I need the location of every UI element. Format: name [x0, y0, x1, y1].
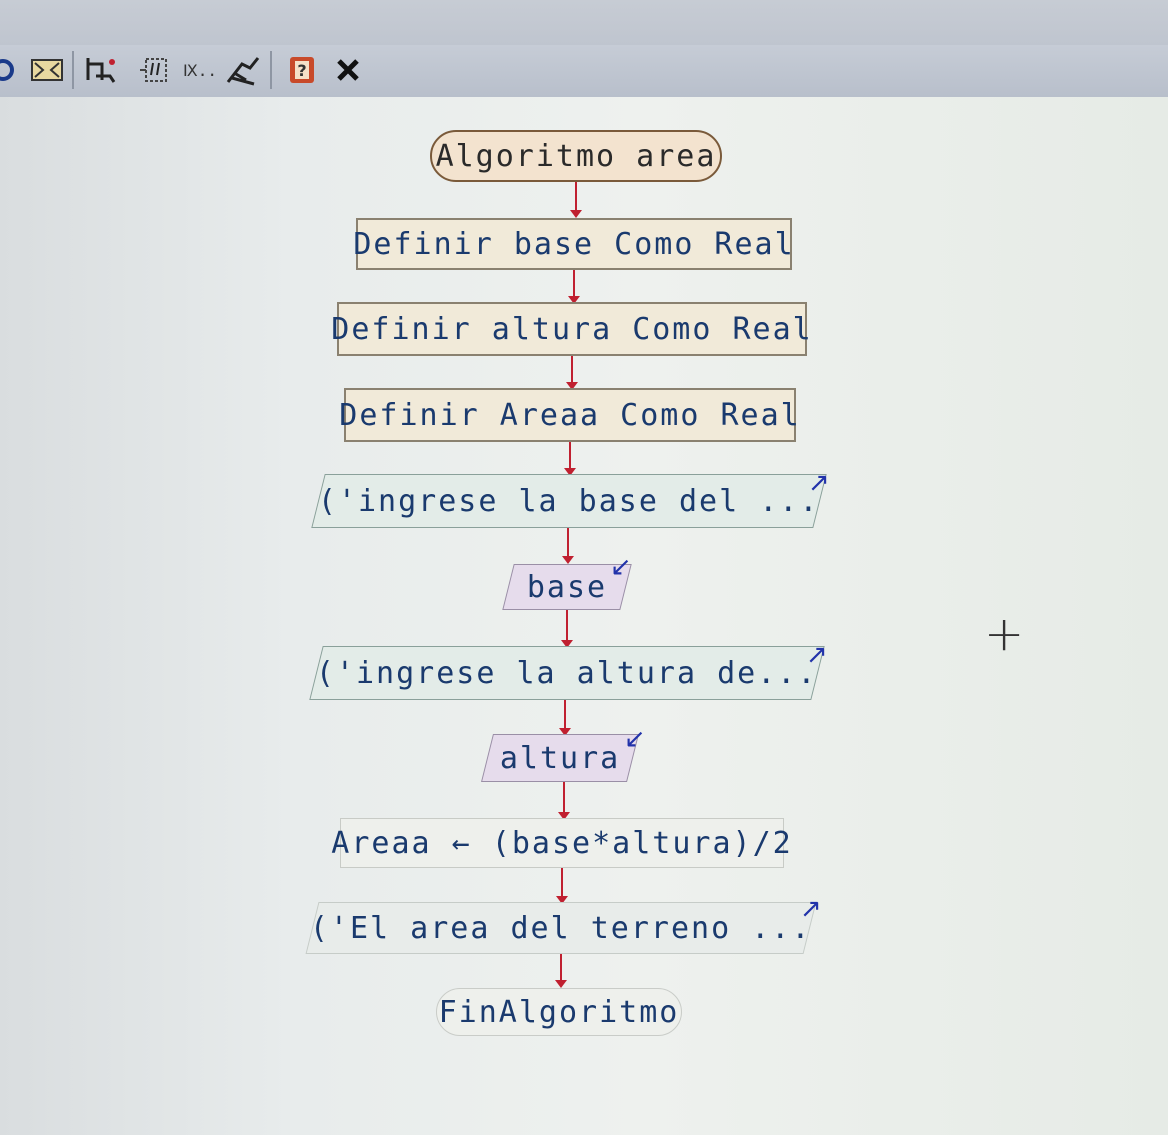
- flow-arrow: [555, 954, 567, 988]
- output-result-label: ('El area del terreno ...: [310, 910, 812, 946]
- flow-arrow: [570, 182, 582, 218]
- define-area-process[interactable]: Definir Areaa Como Real: [339, 388, 799, 442]
- flow-arrow: [561, 610, 573, 648]
- comment-tool-icon[interactable]: [138, 53, 172, 87]
- output-base-prompt[interactable]: ('ingrese la base del ...: [311, 474, 827, 528]
- output-result[interactable]: ('El area del terreno ...: [305, 902, 817, 954]
- function-tool-icon[interactable]: Ⅸ..: [180, 53, 220, 87]
- define-base-process[interactable]: Definir base Como Real: [353, 218, 795, 270]
- output-arrow-icon: ↗: [806, 640, 828, 670]
- input-altura-label: altura: [499, 740, 621, 776]
- output-arrow-icon: ↗: [800, 894, 822, 924]
- function-tool-label: Ⅸ..: [183, 60, 217, 80]
- define-area-label: Definir Areaa Como Real: [339, 397, 801, 433]
- close-icon[interactable]: [332, 53, 364, 87]
- define-altura-label: Definir altura Como Real: [331, 311, 813, 347]
- output-base-prompt-label: ('ingrese la base del ...: [318, 483, 820, 519]
- flow-arrow: [562, 528, 574, 564]
- toolbar-separator: [270, 51, 272, 89]
- assign-area-label: Areaa ← (base*altura)/2: [331, 825, 793, 861]
- flow-arrow: [558, 782, 570, 820]
- flow-arrow: [564, 442, 576, 476]
- output-arrow-icon: ↗: [808, 468, 830, 498]
- define-base-label: Definir base Como Real: [353, 226, 795, 262]
- svg-text:?: ?: [297, 61, 306, 80]
- flow-arrow: [568, 270, 580, 304]
- help-icon[interactable]: ?: [284, 53, 320, 87]
- end-terminal[interactable]: FinAlgoritmo: [436, 988, 682, 1036]
- window-top-strip: [0, 0, 1168, 46]
- assign-area-process[interactable]: Areaa ← (base*altura)/2: [331, 818, 791, 868]
- flow-arrow: [566, 356, 578, 390]
- define-altura-process[interactable]: Definir altura Como Real: [331, 302, 811, 356]
- flowchart-toolbar: Ⅸ.. ?: [0, 45, 1168, 99]
- start-terminal[interactable]: Algoritmo area: [430, 130, 722, 182]
- flow-arrow: [559, 700, 571, 736]
- input-base-label: base: [526, 569, 608, 605]
- draw-tool-icon[interactable]: [224, 53, 264, 87]
- output-altura-prompt[interactable]: ('ingrese la altura de...: [309, 646, 825, 700]
- start-label: Algoritmo area: [435, 138, 717, 174]
- toolbar-separator: [72, 51, 74, 89]
- flow-arrow: [556, 868, 568, 904]
- crosshair-cursor-icon: +: [984, 606, 1025, 662]
- input-arrow-icon: ↙: [610, 552, 632, 582]
- input-arrow-icon: ↙: [624, 724, 646, 754]
- output-altura-prompt-label: ('ingrese la altura de...: [316, 655, 818, 691]
- circle-tool-icon[interactable]: [0, 53, 20, 87]
- flowchart-canvas[interactable]: [0, 97, 1168, 1135]
- end-label: FinAlgoritmo: [438, 994, 680, 1030]
- loop-tool-icon[interactable]: [82, 53, 122, 87]
- input-altura[interactable]: altura: [481, 734, 639, 782]
- switch-tool-icon[interactable]: [28, 53, 66, 87]
